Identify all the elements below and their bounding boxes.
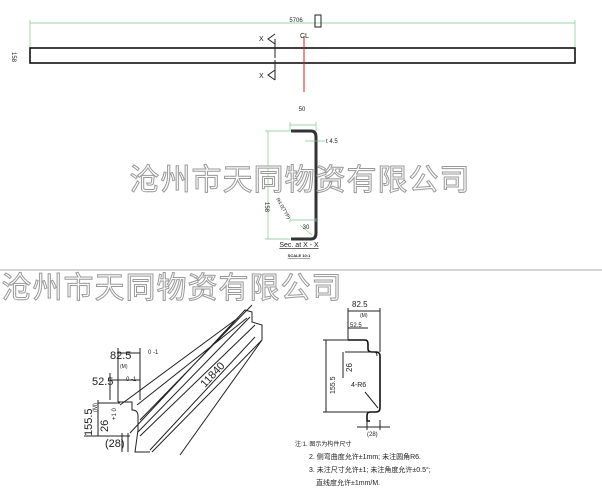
rail-body	[119, 304, 263, 453]
notes: 注:1. 图示为构件尺寸 2. 侧弯曲度允许±1mm; 未注圆角R6. 3. 未…	[295, 440, 431, 487]
profile-dim-lines	[323, 308, 390, 430]
dim-82-5: 82.5	[352, 300, 368, 309]
iso-view: 11840 82.5 0 -1 52.5 0 -1 155.5 26 +1 0 …	[83, 304, 263, 456]
tol-52-5: 0 -1	[126, 377, 137, 383]
section-arrow-icon	[267, 33, 276, 58]
section-mark-top: X	[259, 36, 264, 43]
note-4: 直线度允许±1mm/M.	[316, 478, 380, 487]
radius-label: R4.0(TYP)	[274, 197, 291, 221]
note-2: 2. 侧弯曲度允许±1mm; 未注圆角R6.	[309, 452, 421, 461]
width-top-dim	[289, 122, 317, 131]
radius-label: 4-R6	[351, 382, 366, 389]
dim-52-5: 52.5	[92, 376, 113, 388]
ref-mark: (M)	[120, 364, 128, 370]
ref-mark: (M)	[93, 403, 99, 412]
ref-mark: (M)	[360, 313, 368, 319]
width-top-label: 50	[299, 107, 306, 113]
dim-82-5: 82.5	[110, 350, 131, 362]
rail-profile	[348, 339, 381, 422]
section-mark-bottom: X	[259, 73, 264, 80]
watermark: 沧州市天同物资有限公司	[130, 163, 471, 198]
radius-leader	[364, 391, 379, 409]
thickness-label: t 4.5	[326, 139, 338, 145]
section-title: Sec. at X - X	[279, 242, 319, 249]
radius-leader	[299, 224, 313, 236]
channel-profile	[291, 129, 318, 241]
section-arrow-icon	[267, 60, 276, 81]
dim-52-5: 52.5	[350, 323, 362, 329]
tolerance-box	[314, 14, 322, 28]
height-label: 158	[263, 202, 269, 213]
beam-outline	[29, 47, 576, 64]
dim-28: (28)	[367, 432, 378, 438]
rail-end-profile	[118, 401, 150, 453]
width-bottom-label: 30	[303, 225, 310, 231]
length-dimension: 5706	[289, 18, 303, 24]
dim-26: 26	[99, 420, 111, 432]
dim-155-5: 155.5	[330, 376, 337, 394]
note-1: 注:1. 图示为构件尺寸	[295, 440, 351, 448]
profile-view: 82.5 52.5 (M) 155.5 26 4-R6 (28)	[323, 300, 390, 438]
watermark: 沧州市天同物资有限公司	[2, 271, 343, 306]
dim-155-5: 155.5	[83, 408, 95, 436]
rail-inner	[345, 351, 378, 357]
height-dim	[265, 130, 290, 240]
dim-26: 26	[345, 363, 354, 372]
top-view: 5706 158 CL X X	[10, 14, 576, 92]
dim-28: (28)	[105, 438, 125, 450]
centerline-mark: CL	[300, 33, 309, 40]
height-dimension: 158	[10, 52, 16, 63]
tol-26: +1 0	[112, 407, 118, 420]
note-3: 3. 未注尺寸允许±1; 未注角度允许±0.5°;	[309, 465, 431, 474]
width-bottom-dim	[289, 218, 317, 222]
section-view: 50 t 4.5 158 R4.0(TYP) 30 Sec. at X - X …	[263, 107, 338, 258]
section-scale: SCALE 10:1	[288, 253, 311, 258]
length-dim-lines	[149, 336, 263, 456]
tol-82-5: 0 -1	[148, 350, 159, 356]
iso-dim-lines	[84, 348, 141, 452]
